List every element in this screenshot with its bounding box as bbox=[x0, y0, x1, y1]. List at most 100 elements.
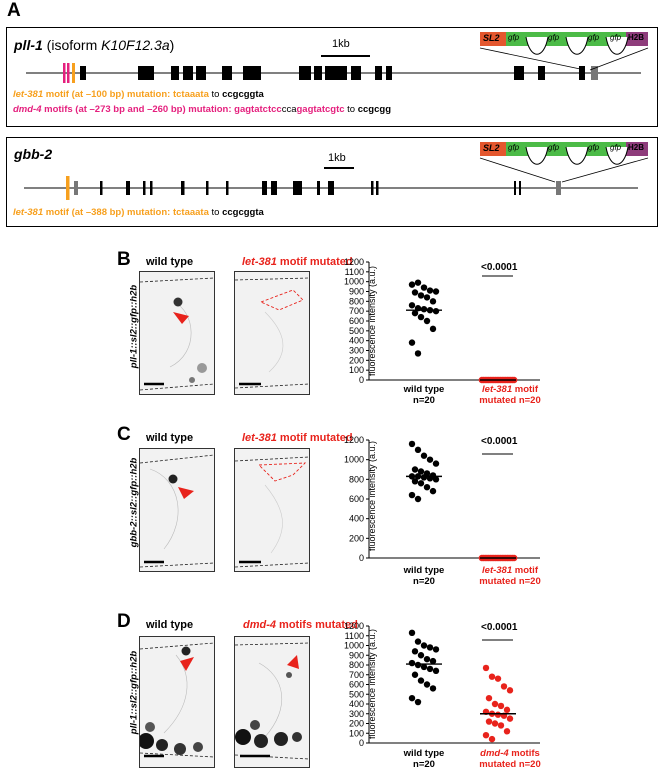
panel-c-letter: C bbox=[117, 424, 131, 445]
panel-b-mut-label: let-381 motif mutated bbox=[242, 256, 353, 268]
panel-b-y-tick-label: 800 bbox=[349, 296, 364, 306]
panel-d-y-tick-label: 1200 bbox=[344, 621, 364, 631]
panel-b-data-point bbox=[420, 284, 428, 291]
gbb2-gfp-label-1: gfp bbox=[508, 143, 520, 152]
pll1-dmd4-mutation-text: dmd-4 motifs (at –273 bp and –260 bp) mu… bbox=[13, 104, 391, 115]
panel-b-wt-image bbox=[139, 271, 215, 395]
panel-c-y-tick-label: 800 bbox=[349, 474, 364, 484]
gbb2-h2b-label: H2B bbox=[628, 143, 645, 152]
panel-d-letter: D bbox=[117, 611, 131, 632]
panel-b-y-tick-label: 600 bbox=[349, 316, 364, 326]
panel-d-data-point bbox=[414, 661, 422, 669]
panel-c-data-point bbox=[408, 491, 416, 499]
pll1-gene-title: pll-1 (isoform K10F12.3a) bbox=[14, 37, 174, 53]
panel-d-wt-image bbox=[139, 636, 215, 768]
panel-b-data-point bbox=[408, 339, 416, 346]
panel-d-data-point bbox=[426, 665, 434, 673]
panel-b-y-tick-label: 700 bbox=[349, 306, 364, 316]
gbb2-sl2-label: SL2 bbox=[483, 143, 500, 153]
panel-c-data-point bbox=[432, 460, 440, 467]
panel-d-data-point bbox=[426, 644, 434, 651]
panel-d-y-tick-label: 400 bbox=[349, 699, 364, 709]
gbb2-gfp-label-3: gfp bbox=[588, 143, 600, 152]
panel-c-y-tick-label: 1200 bbox=[344, 435, 364, 445]
panel-b-y-tick-label: 100 bbox=[349, 365, 364, 375]
panel-d-data-point bbox=[420, 663, 428, 671]
panel-c-y-tick-label: 400 bbox=[349, 514, 364, 524]
panel-b-y-tick-label: 500 bbox=[349, 326, 364, 336]
pll1-gene-model bbox=[26, 32, 649, 83]
panel-d-data-point bbox=[488, 673, 496, 680]
panel-b-data-point bbox=[411, 309, 419, 317]
panel-b-wt-label: wild type bbox=[146, 256, 194, 268]
pll1-scale-label: 1kb bbox=[332, 38, 350, 50]
panel-b-y-tick-label: 900 bbox=[349, 287, 364, 297]
pll1-gfp-label-3: gfp bbox=[588, 33, 600, 42]
panel-c-data-point bbox=[411, 466, 419, 473]
panel-d-data-point bbox=[414, 698, 422, 706]
panel-a-letter: A bbox=[7, 0, 21, 21]
panel-d-data-point bbox=[423, 655, 431, 663]
pll1-isoform-prefix: (isoform bbox=[46, 37, 102, 53]
panel-d-data-point bbox=[491, 700, 499, 708]
panel-d-data-point bbox=[414, 638, 422, 645]
panel-b-y-tick-label: 400 bbox=[349, 336, 364, 346]
panel-d-y-tick-label: 1000 bbox=[344, 641, 364, 651]
panel-c-data-point bbox=[423, 484, 431, 491]
gbb2-gfp-label-4: gfp bbox=[610, 143, 622, 152]
panel-d-data-point bbox=[503, 706, 511, 714]
panel-d-data-point bbox=[411, 648, 419, 655]
panel-d-y-tick-label: 200 bbox=[349, 719, 364, 729]
panel-d-data-point bbox=[423, 681, 431, 688]
panel-d-data-point bbox=[432, 646, 440, 653]
panel-d-mut-image bbox=[234, 636, 310, 768]
panel-d-data-point bbox=[500, 683, 508, 690]
panel-d-data-point bbox=[485, 718, 493, 725]
panel-c-data-point bbox=[408, 440, 416, 448]
pll1-sl2-label: SL2 bbox=[483, 33, 500, 43]
panel-d-data-point bbox=[417, 677, 425, 684]
panel-b-data-point bbox=[432, 288, 440, 295]
panel-d-data-point bbox=[497, 702, 505, 710]
panel-b-y-tick-label: 1200 bbox=[344, 257, 364, 267]
panel-d-data-point bbox=[408, 694, 416, 702]
panel-b-data-point bbox=[417, 313, 425, 321]
panel-d-data-point bbox=[494, 711, 502, 718]
panel-c-y-tick-label: 200 bbox=[349, 533, 364, 543]
panel-b-data-point bbox=[423, 317, 431, 325]
gbb2-gene-model bbox=[24, 142, 649, 200]
panel-b-y-tick-label: 1100 bbox=[345, 267, 364, 277]
panel-b-data-point bbox=[414, 279, 422, 286]
panel-d-data-point bbox=[506, 687, 514, 694]
panel-c-data-point bbox=[432, 476, 440, 483]
panel-d-data-point bbox=[420, 642, 428, 649]
panel-d-data-point bbox=[417, 652, 425, 659]
panel-d-pvalue: <0.0001 bbox=[481, 622, 518, 633]
panel-c-wt-label: wild type bbox=[146, 432, 194, 444]
panel-b-pvalue: <0.0001 bbox=[481, 262, 518, 273]
panel-d-data-point bbox=[411, 671, 419, 678]
panel-d-data-point bbox=[494, 675, 502, 682]
panel-d-data-point bbox=[408, 659, 416, 667]
panel-b-data-point bbox=[414, 350, 422, 357]
pll1-h2b-label: H2B bbox=[628, 33, 645, 42]
panel-c-data-point bbox=[414, 495, 422, 503]
gbb2-scale-label: 1kb bbox=[328, 152, 346, 164]
pll1-isoform-suffix: ) bbox=[169, 37, 175, 53]
panel-d-data-point bbox=[488, 735, 496, 743]
panel-c-data-point bbox=[417, 480, 425, 487]
panel-c-wt-image bbox=[139, 448, 215, 572]
panel-c-data-point bbox=[426, 456, 434, 463]
panel-d-data-point bbox=[482, 732, 490, 739]
gbb2-gene-name: gbb-2 bbox=[14, 146, 53, 162]
